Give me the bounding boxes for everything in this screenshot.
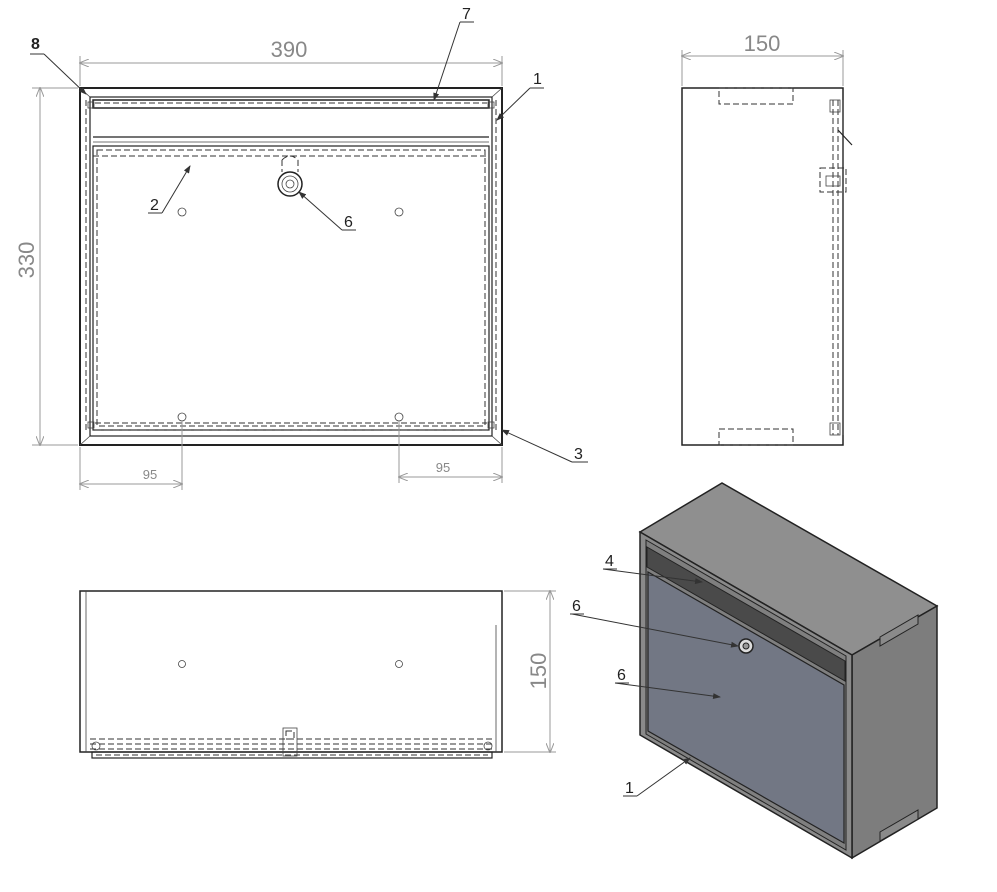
front-door-hidden-edge <box>96 149 486 427</box>
svg-text:4: 4 <box>605 553 614 570</box>
svg-text:6: 6 <box>344 214 353 231</box>
svg-text:8: 8 <box>31 36 40 53</box>
isometric-view: 4 6 6 1 <box>570 482 939 860</box>
svg-text:6: 6 <box>572 598 581 615</box>
callout-6-iso-lock: 6 <box>570 598 739 648</box>
callout-2: 2 <box>148 165 191 214</box>
callout-6-front: 6 <box>298 191 356 231</box>
side-depth-label: 150 <box>744 31 781 56</box>
side-outline <box>681 87 844 446</box>
side-view: 150 <box>681 31 853 446</box>
front-mounting-holes <box>177 207 404 422</box>
callout-4: 4 <box>602 553 703 585</box>
right-offset-label: 95 <box>436 460 450 475</box>
front-height-dimension: 330 <box>14 88 78 445</box>
svg-text:7: 7 <box>462 6 471 23</box>
top-view: 150 <box>79 591 556 759</box>
svg-text:6: 6 <box>617 667 626 684</box>
front-view: 390 330 95 95 8 7 <box>14 6 588 490</box>
front-width-dimension: 390 <box>80 37 502 86</box>
callout-3: 3 <box>501 429 588 463</box>
front-height-label: 330 <box>14 242 39 279</box>
svg-text:1: 1 <box>533 71 542 88</box>
callout-1-front: 1 <box>496 71 544 121</box>
svg-text:2: 2 <box>150 197 159 214</box>
callout-8: 8 <box>30 36 87 95</box>
side-depth-dimension: 150 <box>682 31 843 86</box>
front-inner-frame <box>89 96 493 437</box>
svg-text:1: 1 <box>625 780 634 797</box>
front-lock <box>277 155 303 197</box>
top-depth-label: 150 <box>526 653 551 690</box>
front-door <box>92 145 490 431</box>
front-right-offset-dimension: 95 <box>399 420 502 483</box>
callout-6-iso-door: 6 <box>614 667 721 700</box>
front-left-offset-dimension: 95 <box>80 420 182 490</box>
svg-text:3: 3 <box>574 446 583 463</box>
callout-7: 7 <box>433 6 474 101</box>
callout-1-iso: 1 <box>623 757 691 797</box>
top-depth-dimension: 150 <box>504 591 556 752</box>
left-offset-label: 95 <box>143 467 157 482</box>
front-outer-frame <box>79 87 503 446</box>
iso-door <box>647 570 845 845</box>
front-width-label: 390 <box>271 37 308 62</box>
